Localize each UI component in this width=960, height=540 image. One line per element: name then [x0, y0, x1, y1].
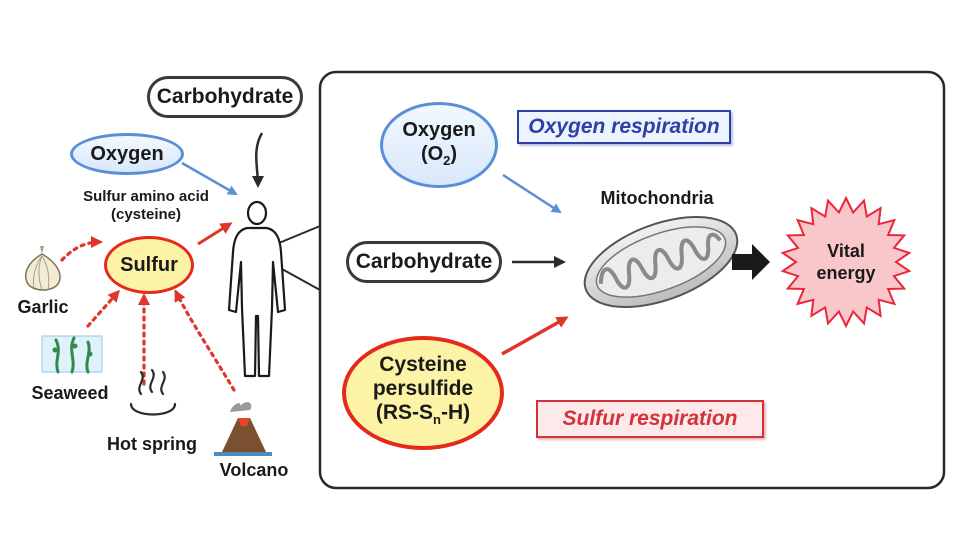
persulfide-formula-suffix: -H)	[440, 401, 471, 425]
persulfide-formula-sub: n	[433, 412, 441, 428]
mitochondria-label: Mitochondria	[600, 188, 714, 208]
volcano-label: Volcano	[219, 460, 289, 480]
sulfur-amino-acid-line1: Sulfur amino acid	[83, 188, 209, 205]
seaweed-icon	[41, 335, 103, 374]
hot-spring-icon	[129, 368, 177, 416]
source-arrows	[60, 236, 236, 392]
oxygen-formula-suffix: )	[450, 142, 458, 165]
oxygen-node-panel: Oxygen (O2)	[380, 102, 498, 188]
seaweed-to-sulfur-arrow	[86, 289, 120, 328]
persulfide-formula-prefix: (RS-S	[375, 401, 434, 425]
mitochondria-icon	[583, 216, 739, 308]
persulfide-line2: persulfide	[372, 377, 474, 401]
volcano-icon	[214, 402, 272, 456]
oxygen-formula: (O2)	[421, 142, 457, 173]
carbohydrate-node-left: Carbohydrate	[147, 76, 303, 118]
human-figure-icon	[227, 200, 287, 378]
persulfide-line1: Cysteine	[379, 353, 467, 377]
carbohydrate-node-panel: Carbohydrate	[346, 241, 502, 283]
carbohydrate-to-human-arrow	[251, 132, 264, 188]
oxygen-label-panel: Oxygen	[402, 118, 476, 141]
garlic-to-sulfur-arrow	[60, 236, 103, 262]
oxygen-label-left: Oxygen	[90, 142, 164, 165]
vital-energy-label: Vital energy	[794, 240, 898, 284]
oxygen-to-mitochondria-arrow	[502, 173, 562, 214]
volcano-to-sulfur-arrow	[174, 289, 236, 392]
vital-energy-line2: energy	[816, 263, 876, 283]
sulfur-amino-acid-label: Sulfur amino acid (cysteine)	[58, 188, 234, 224]
sulfur-node: Sulfur	[104, 236, 194, 294]
carbohydrate-label-left: Carbohydrate	[156, 85, 294, 108]
starburst-icon	[780, 195, 912, 329]
energy-output-arrow	[732, 244, 770, 280]
sulfur-label: Sulfur	[120, 253, 178, 276]
persulfide-to-mitochondria-arrow	[501, 316, 569, 356]
oxygen-formula-prefix: (O	[420, 142, 444, 165]
cysteine-persulfide-node: Cysteine persulfide (RS-Sn-H)	[342, 336, 504, 450]
sulfur-amino-acid-line2: (cysteine)	[110, 206, 182, 223]
oxygen-node-left: Oxygen	[70, 133, 184, 175]
garlic-icon	[24, 246, 61, 291]
oxygen-to-human-arrow	[181, 161, 238, 196]
hot-spring-label: Hot spring	[107, 434, 197, 454]
oxygen-formula-sub: 2	[443, 152, 451, 168]
oxygen-respiration-tag: Oxygen respiration	[517, 110, 731, 144]
garlic-label: Garlic	[17, 297, 69, 317]
sulfur-respiration-tag: Sulfur respiration	[536, 400, 764, 438]
sulfur-to-human-arrow	[197, 222, 233, 246]
seaweed-label: Seaweed	[31, 383, 109, 403]
vital-energy-line1: Vital	[827, 241, 865, 261]
persulfide-formula: (RS-Sn-H)	[376, 401, 470, 432]
carbohydrate-label-panel: Carbohydrate	[355, 250, 493, 273]
